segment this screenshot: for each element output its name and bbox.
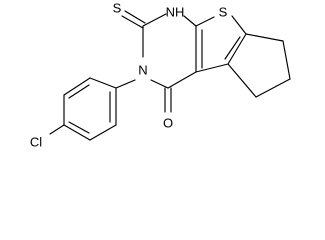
bond-ar-1-2 (89, 77, 117, 89)
bond-nh-c8a (183, 15, 197, 27)
bond-cs-double-b (124, 10, 146, 24)
bond-cs-double-a (121, 15, 144, 29)
bond-c4-c4a (167, 71, 197, 89)
bond-s-c7a (231, 15, 247, 35)
bond-lines (49, 10, 291, 141)
bond-c2-nh (142, 13, 167, 27)
bond-c4b-c4a (195, 63, 229, 73)
bond-ar-4-5 (63, 124, 91, 141)
bond-ar-2-3-inner (68, 84, 90, 99)
bond-c7a-ch2-a (245, 33, 284, 42)
bond-c-cl (49, 124, 65, 135)
atom-label-o: O (163, 116, 173, 131)
bond-n3-c4 (150, 79, 169, 89)
bond-n3-aryl (115, 79, 136, 89)
atom-label-s-ring: S (219, 5, 228, 20)
bond-ch2-b-ch2-c (255, 78, 291, 98)
atom-label-s-thione: S (113, 1, 122, 16)
bond-ch2-a-ch2-b (282, 40, 291, 80)
bond-ch2-c-c4b (227, 63, 257, 98)
chemical-structure: S NH N S O Cl (30, 1, 291, 150)
atom-labels: S NH N S O Cl (30, 1, 228, 150)
bond-c7a-c4b-inner (224, 36, 241, 60)
atom-label-nh: NH (166, 5, 185, 20)
bond-c7a-c4b (227, 33, 247, 65)
atom-label-n: N (138, 63, 147, 78)
bond-ar-5-6 (89, 124, 117, 141)
atom-label-cl: Cl (30, 135, 42, 150)
bond-ar-4-5-inner (68, 121, 90, 134)
bond-ar-2-3 (63, 77, 91, 96)
bond-c8a-s (195, 16, 215, 27)
